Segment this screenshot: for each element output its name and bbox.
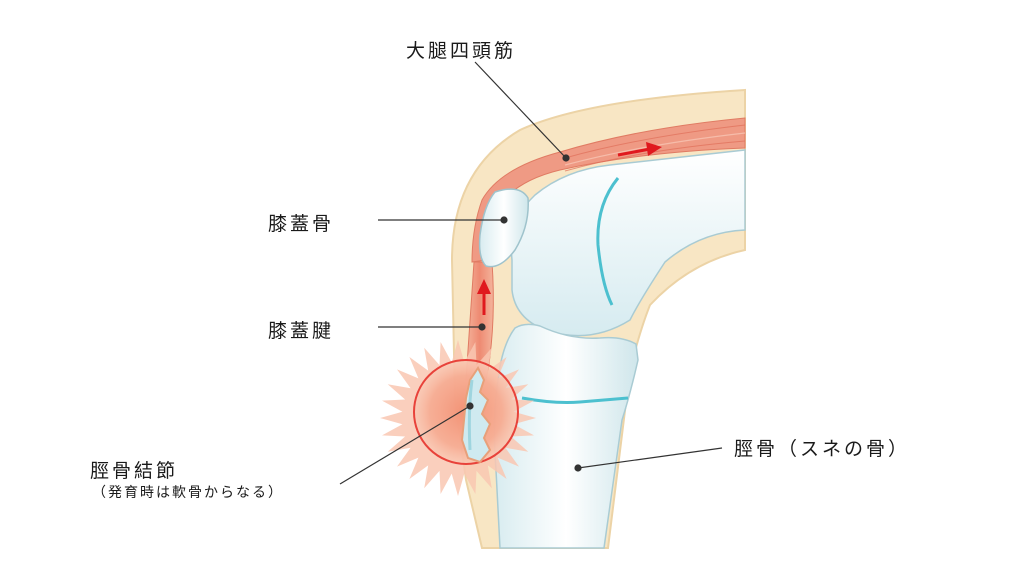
label-tibial-tuberosity: 脛骨結節 (90, 460, 179, 482)
force-arrow-tendon (477, 279, 491, 315)
label-patella: 膝蓋骨 (268, 213, 335, 235)
label-patellar-tendon: 膝蓋腱 (268, 320, 335, 342)
force-arrow-quadriceps (617, 142, 662, 157)
label-quadriceps: 大腿四頭筋 (406, 40, 517, 62)
leader-lines (339, 61, 723, 485)
femur-growth-line (596, 177, 620, 306)
tibia-growth-line (521, 396, 629, 404)
label-tibia: 脛骨（スネの骨） (734, 438, 911, 460)
label-tibial-tuberosity-note: （発育時は軟骨からなる） (92, 485, 284, 501)
patella-bone (478, 188, 529, 268)
